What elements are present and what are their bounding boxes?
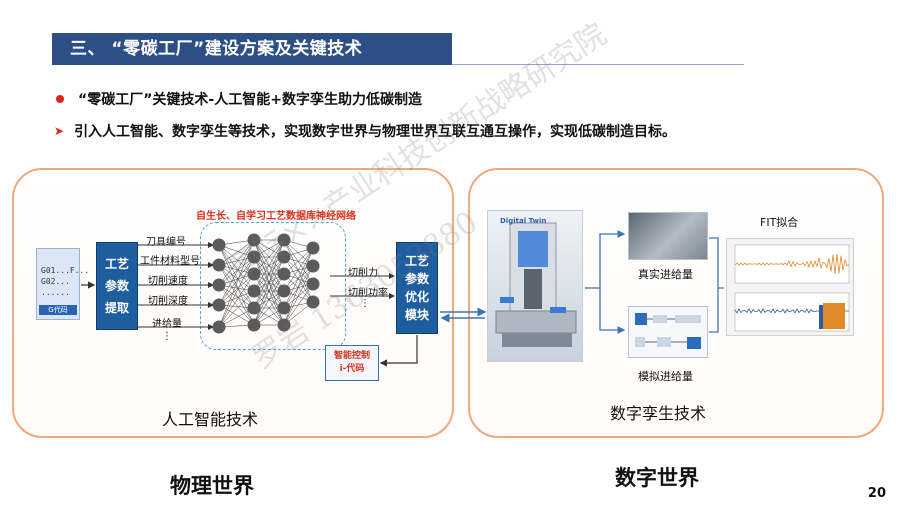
bullet-item-2: ➤ 引入人工智能、数字孪生等技术，实现数字世界与物理世界互联互通互操作，实现低碳… — [52, 121, 676, 141]
fit-chart-image — [726, 238, 854, 336]
output-more: ⋮ — [360, 298, 370, 309]
real-feed-label: 真实进给量 — [638, 268, 693, 281]
feature-tool-id: 刀具编号 — [146, 237, 186, 248]
param-extract-block: 工艺 参数 提取 — [96, 242, 138, 330]
sim-feed-screen — [628, 306, 708, 358]
title-underline — [452, 64, 744, 65]
digital-world-label: 数字世界 — [615, 466, 699, 490]
sim-feed-label: 模拟进给量 — [638, 370, 693, 383]
bullet-text-1: “零碳工厂”关键技术-人工智能+数字孪生助力低碳制造 — [78, 92, 422, 108]
chevron-right-icon: ➤ — [54, 124, 65, 138]
red-dot-icon — [56, 95, 64, 103]
optimize-line-2: 参数 — [404, 272, 429, 286]
optimize-line-1: 工艺 — [404, 254, 429, 268]
twin-panel-label: 数字孪生技术 — [610, 404, 707, 423]
output-force: 切削力 — [348, 268, 378, 279]
optimize-line-4: 模块 — [404, 308, 429, 322]
bullet-text-2: 引入人工智能、数字孪生等技术，实现数字世界与物理世界互联互通互操作，实现低碳制造… — [74, 124, 677, 140]
param-optimize-block: 工艺 参数 优化 模块 — [396, 242, 438, 334]
gcode-line-1: G01...F... — [41, 266, 90, 275]
nn-caption: 自生长、自学习工艺数据库神经网络 — [196, 211, 356, 222]
twin-tag: Digital Twin — [500, 217, 547, 225]
cnc-machine-icon — [495, 222, 577, 347]
extract-line-1: 工艺 — [104, 257, 129, 271]
gcode-tag: G代码 — [39, 305, 77, 315]
output-power: 切削功率 — [348, 288, 388, 299]
section-title: 三、 “零碳工厂”建设方案及关键技术 — [52, 33, 452, 65]
nn-dashed-frame — [200, 222, 346, 350]
control-line-2: i-代码 — [339, 364, 365, 374]
real-feed-photo — [628, 212, 708, 260]
feature-material: 工件材料型号 — [140, 256, 200, 267]
gcode-document-icon: G01...F... G02... ...... G代码 — [36, 248, 90, 320]
feature-more: ⋮ — [162, 331, 172, 342]
extract-line-3: 提取 — [104, 301, 129, 315]
bullet-item-1: “零碳工厂”关键技术-人工智能+数字孪生助力低碳制造 — [52, 89, 422, 109]
physical-world-label: 物理世界 — [170, 474, 254, 498]
ai-panel-label: 人工智能技术 — [162, 410, 259, 429]
extract-line-2: 参数 — [104, 279, 129, 293]
feature-speed: 切削速度 — [148, 276, 188, 287]
page-number: 20 — [867, 486, 886, 501]
feature-depth: 切削深度 — [148, 296, 188, 307]
fit-label: FIT拟合 — [760, 216, 799, 229]
optimize-line-3: 优化 — [404, 290, 429, 304]
feature-feed: 进给量 — [152, 319, 182, 330]
digital-twin-machine-image: Digital Twin — [487, 210, 583, 362]
intelligent-control-box: 智能控制 i-代码 — [325, 345, 379, 381]
gcode-line-3: ...... — [41, 288, 70, 297]
control-line-1: 智能控制 — [333, 351, 370, 361]
gcode-line-2: G02... — [41, 277, 70, 286]
